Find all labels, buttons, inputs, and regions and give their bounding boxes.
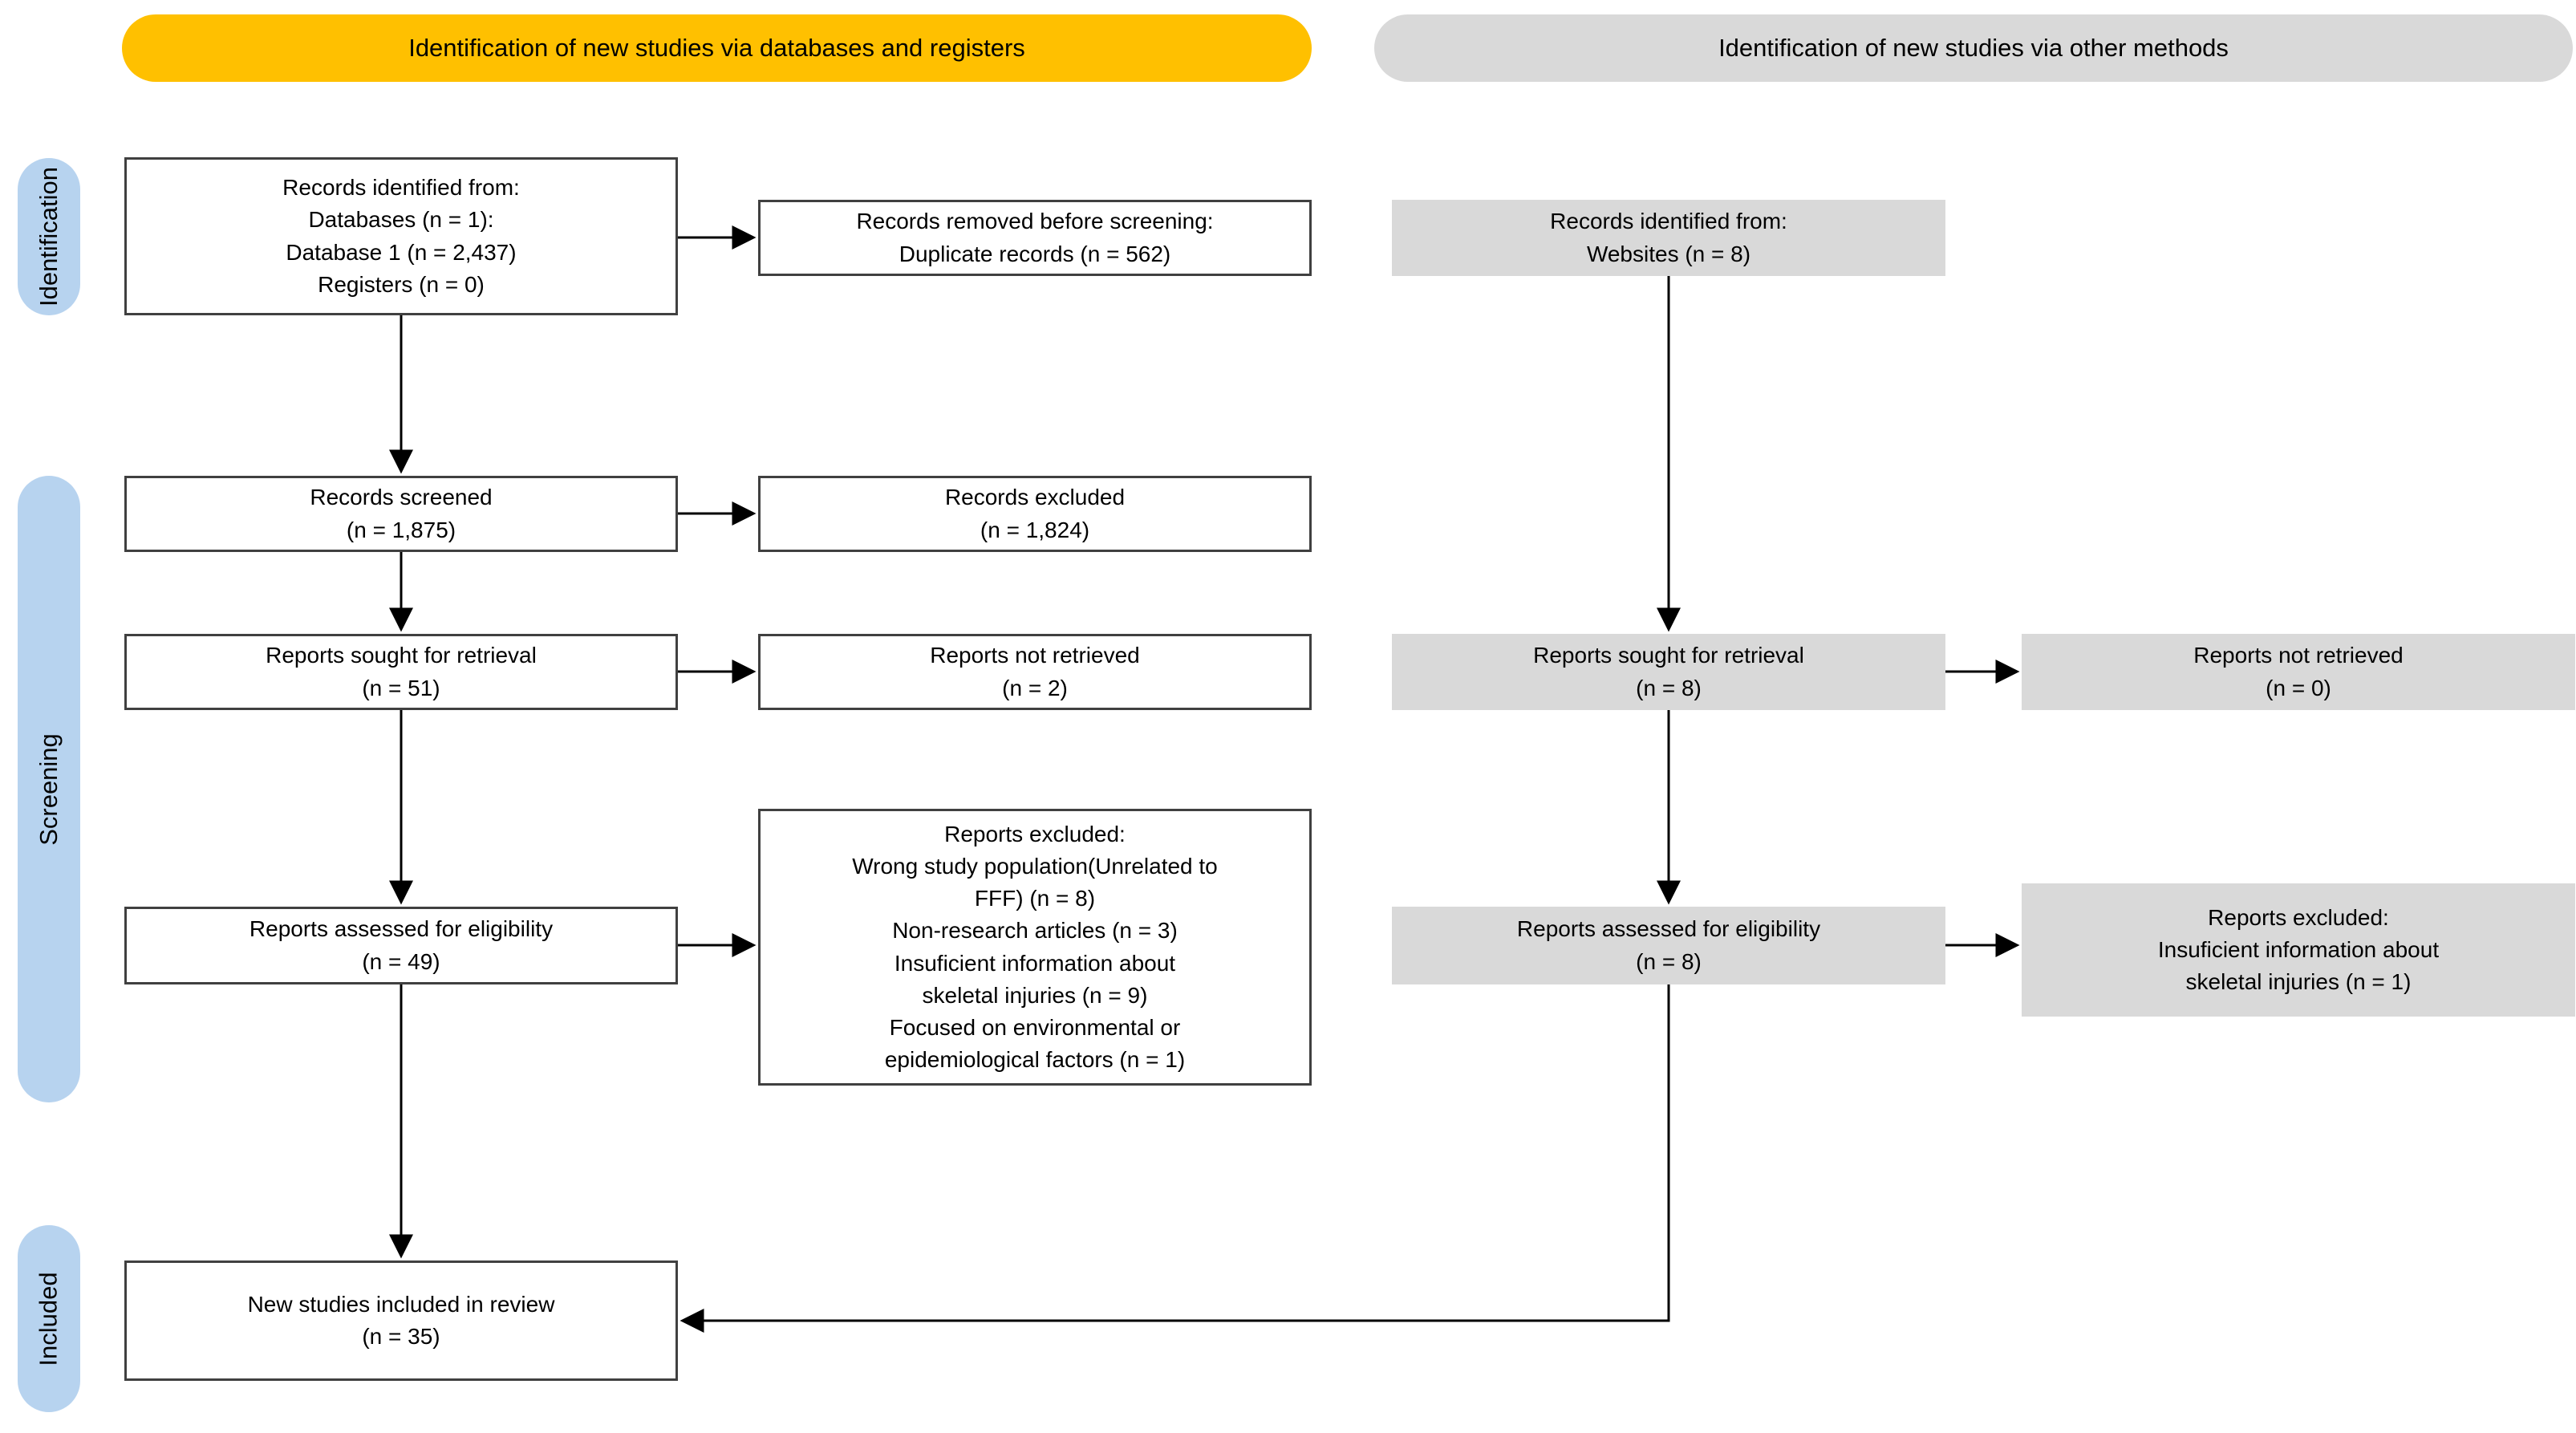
box-reports-excluded-reasons: Reports excluded: Wrong study population… [758, 809, 1312, 1086]
box-reports-not-retrieved: Reports not retrieved (n = 2) [758, 634, 1312, 710]
box-other-reports-excluded: Reports excluded: Insuficient informatio… [2022, 883, 2575, 1017]
stage-screening: Screening [18, 476, 80, 1102]
stage-included: Included [18, 1225, 80, 1412]
box-reports-sought: Reports sought for retrieval (n = 51) [124, 634, 678, 710]
box-other-reports-not-retrieved: Reports not retrieved (n = 0) [2022, 634, 2575, 710]
box-reports-assessed: Reports assessed for eligibility (n = 49… [124, 907, 678, 984]
stage-identification: Identification [18, 158, 80, 315]
stage-identification-label: Identification [34, 166, 63, 307]
banner-databases-registers-label: Identification of new studies via databa… [408, 34, 1025, 62]
box-other-reports-sought: Reports sought for retrieval (n = 8) [1392, 634, 1945, 710]
stage-screening-label: Screening [34, 733, 63, 846]
banner-other-methods: Identification of new studies via other … [1374, 14, 2573, 82]
box-records-identified: Records identified from: Databases (n = … [124, 157, 678, 315]
box-records-screened: Records screened (n = 1,875) [124, 476, 678, 552]
box-other-records-identified: Records identified from: Websites (n = 8… [1392, 200, 1945, 276]
box-records-removed: Records removed before screening: Duplic… [758, 200, 1312, 276]
box-other-reports-assessed: Reports assessed for eligibility (n = 8) [1392, 907, 1945, 984]
box-new-studies-included: New studies included in review (n = 35) [124, 1260, 678, 1381]
banner-databases-registers: Identification of new studies via databa… [122, 14, 1312, 82]
banner-other-methods-label: Identification of new studies via other … [1718, 34, 2229, 62]
stage-included-label: Included [34, 1271, 63, 1366]
box-records-excluded: Records excluded (n = 1,824) [758, 476, 1312, 552]
